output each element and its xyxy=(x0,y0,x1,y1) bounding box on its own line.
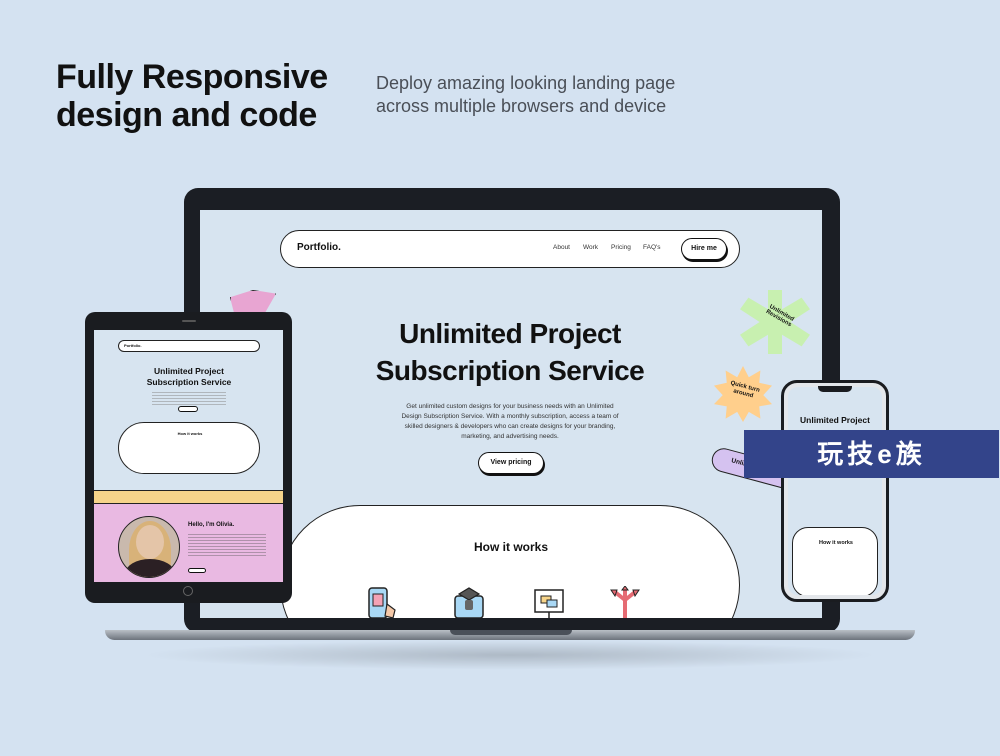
hero-subtitle: Deploy amazing looking landing page acro… xyxy=(376,72,696,118)
tablet-site-logo[interactable]: Portfolio. xyxy=(124,343,142,348)
tablet-camera xyxy=(182,320,196,322)
graduation-tablet-icon xyxy=(454,587,484,618)
site-hero-description: Get unlimited custom designs for your bu… xyxy=(401,403,619,440)
how-it-works-title: How it works xyxy=(473,540,548,554)
tablet-screen: Portfolio. Unlimited Project Subscriptio… xyxy=(94,330,283,582)
avatar xyxy=(118,516,180,578)
split-arrows-icon xyxy=(610,586,640,618)
hero-title-line1: Fully Responsive xyxy=(56,58,328,96)
tablet-how-it-works-title: How it works xyxy=(177,431,203,436)
site-navbar: Portfolio. About Work Pricing FAQ's Hire… xyxy=(280,230,740,268)
tablet-bio-text xyxy=(188,534,266,556)
nav-link-pricing[interactable]: Pricing xyxy=(611,244,631,251)
phone-hero-title: Unlimited Project xyxy=(800,415,870,425)
tablet-hero-title: Unlimited Project Subscription Service xyxy=(124,366,254,388)
tablet-navbar: Portfolio. xyxy=(118,340,260,352)
tablet-home-button[interactable] xyxy=(183,586,193,596)
nav-link-about[interactable]: About xyxy=(553,244,570,251)
site-hero-title: Unlimited Project Subscription Service xyxy=(340,315,680,389)
watermark-banner: 玩技e族 xyxy=(744,430,999,478)
view-pricing-button[interactable]: View pricing xyxy=(478,452,544,474)
hero-title-line2: design and code xyxy=(56,96,317,134)
laptop-notch xyxy=(450,630,572,635)
site-logo[interactable]: Portfolio. xyxy=(297,242,341,253)
hero-subtitle-line2: across multiple browsers and device xyxy=(376,96,667,116)
laptop-base xyxy=(105,630,915,640)
phone-notch xyxy=(818,386,852,392)
nav-link-work[interactable]: Work xyxy=(583,244,599,251)
hero-title: Fully Responsive design and code xyxy=(56,58,356,134)
laptop-shadow xyxy=(140,640,880,670)
tablet-hello-heading: Hello, I'm Olivia. xyxy=(188,522,235,528)
phone-tap-icon xyxy=(368,587,396,618)
hero-subtitle-line1: Deploy amazing looking landing page xyxy=(376,73,676,93)
tablet-hero-title-line1: Unlimited Project xyxy=(154,366,224,376)
avatar-body xyxy=(125,559,175,577)
laptop-screen: Unlimited Revisions Quick turn around Un… xyxy=(200,210,822,618)
tablet-yellow-strip xyxy=(94,490,283,504)
hire-me-button[interactable]: Hire me xyxy=(681,238,727,260)
how-it-works-card: How it works xyxy=(280,505,740,618)
site-hero-title-line2: Subscription Service xyxy=(375,355,645,386)
site-hero-title-line1: Unlimited Project xyxy=(399,318,621,349)
nav-link-faqs[interactable]: FAQ's xyxy=(643,244,661,251)
presentation-board-icon xyxy=(534,589,564,618)
tablet-how-it-works-card: How it works xyxy=(118,422,260,474)
phone-how-it-works-card: How it works xyxy=(792,527,878,595)
tablet-hero-description xyxy=(152,392,226,406)
tablet-view-pricing-button[interactable] xyxy=(178,406,198,412)
phone-screen: Unlimited Project How it works xyxy=(788,387,882,595)
avatar-face xyxy=(136,525,164,559)
phone-how-it-works-title: How it works xyxy=(819,540,853,546)
tablet-work-button[interactable] xyxy=(188,568,206,573)
tablet-hero-title-line2: Subscription Service xyxy=(146,377,232,387)
